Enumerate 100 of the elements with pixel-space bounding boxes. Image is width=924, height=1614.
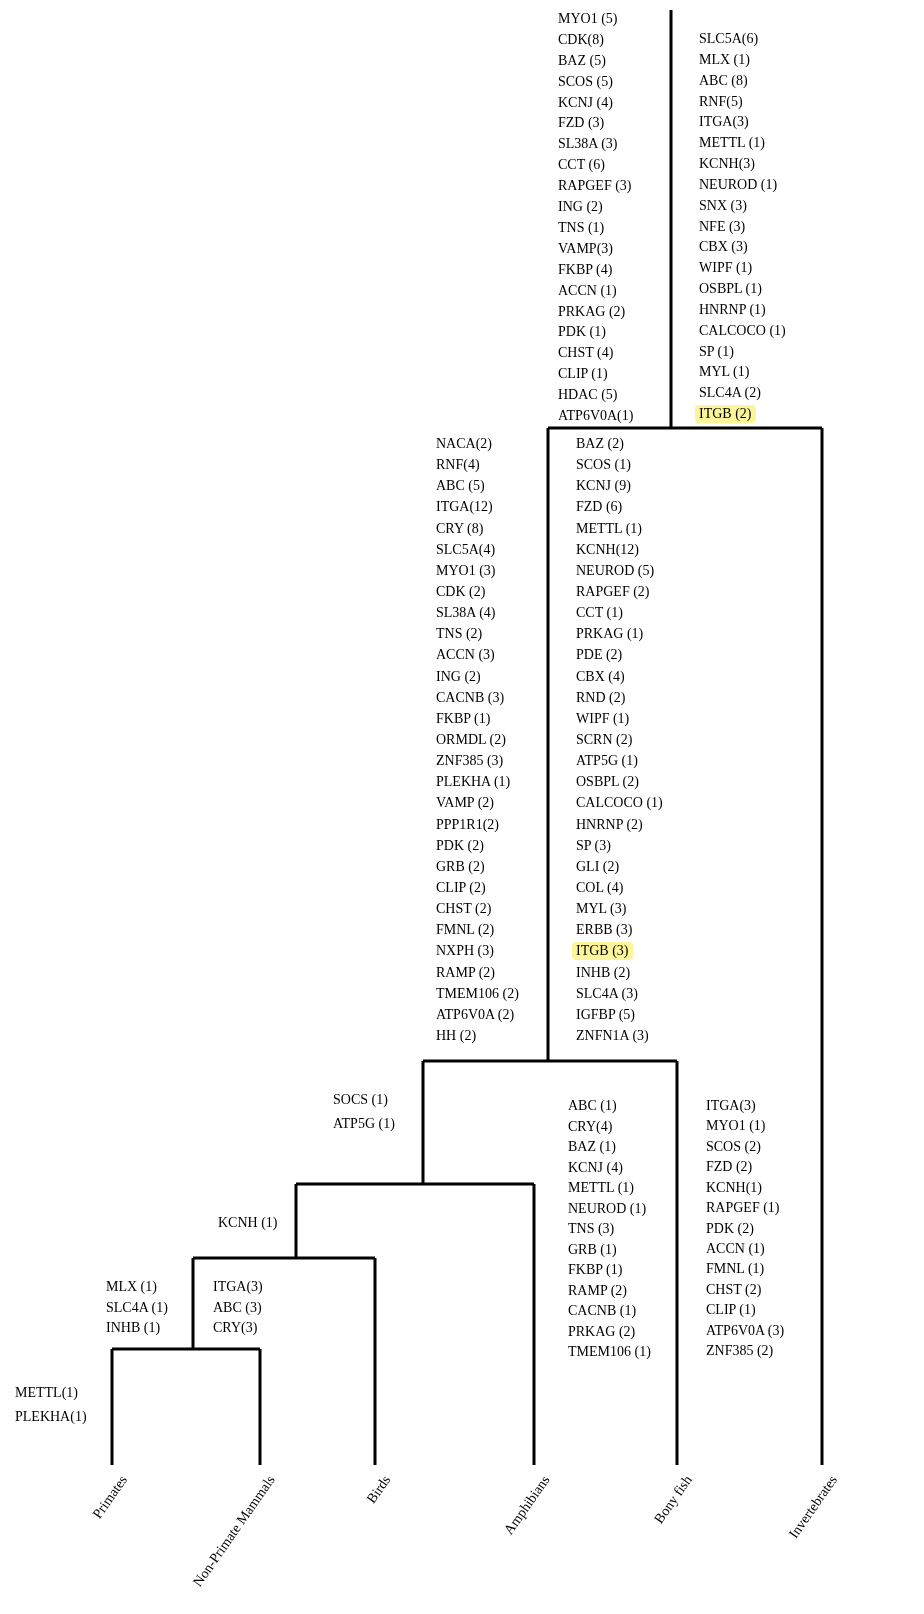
gene-label: SLC5A(4) xyxy=(436,540,496,559)
gene-label: SOCS (1) xyxy=(333,1091,388,1109)
gene-label: ZNF385 (2) xyxy=(706,1342,774,1360)
gene-label: TMEM106 (1) xyxy=(568,1343,651,1361)
gene-label: RAPGEF (3) xyxy=(558,177,632,196)
gene-label: ITGA(12) xyxy=(436,498,493,517)
gene-label: PDK (1) xyxy=(558,323,606,342)
gene-label: NEUROD (5) xyxy=(576,561,655,580)
gene-label: SP (1) xyxy=(699,342,734,361)
gene-label: PRKAG (1) xyxy=(576,625,644,644)
gene-label: NFE (3) xyxy=(699,217,746,236)
gene-label: NXPH (3) xyxy=(436,942,494,961)
gene-label: KCNH(3) xyxy=(699,155,755,173)
gene-label: ZNF385 (3) xyxy=(436,752,504,771)
gene-label: SLC5A(6) xyxy=(699,30,759,48)
gene-label: ORMDL (2) xyxy=(436,731,506,749)
gene-label: FKBP (1) xyxy=(436,709,491,728)
gene-label: OSBPL (2) xyxy=(576,773,639,792)
gene-label: SP (3) xyxy=(576,836,611,855)
gene-label: MYO1 (5) xyxy=(558,10,618,28)
gene-label: RAPGEF (1) xyxy=(706,1199,780,1218)
gene-label: CCT (6) xyxy=(558,156,605,175)
gene-label: PLEKHA (1) xyxy=(436,773,511,792)
gene-label: PPP1R1(2) xyxy=(436,815,500,834)
gene-label: ACCN (1) xyxy=(706,1239,765,1258)
gene-label: CLIP (2) xyxy=(436,879,486,897)
gene-label: METTL (1) xyxy=(576,519,642,538)
gene-label: ATP5G (1) xyxy=(576,752,638,771)
highlighted-gene-label: ITGB (3) xyxy=(572,942,633,961)
gene-label: HNRNP (1) xyxy=(699,300,766,319)
gene-label: PDK (2) xyxy=(436,836,484,855)
gene-label: RNF(5) xyxy=(699,92,743,111)
gene-label: CACNB (3) xyxy=(436,688,505,707)
gene-label: CHST (4) xyxy=(558,344,614,363)
gene-label: SLC4A (1) xyxy=(106,1298,168,1317)
gene-label: ATP5G (1) xyxy=(333,1115,395,1133)
gene-label: CHST (2) xyxy=(436,900,492,919)
gene-label: KCNH (1) xyxy=(218,1214,278,1232)
gene-label: ATP6V0A (3) xyxy=(706,1321,785,1340)
gene-label: ABC (5) xyxy=(436,477,485,496)
gene-label: FMNL (1) xyxy=(706,1260,765,1279)
gene-label: CRY(3) xyxy=(213,1319,258,1337)
gene-label: METTL(1) xyxy=(15,1384,78,1402)
gene-label: RNF(4) xyxy=(436,456,480,475)
gene-label: HH (2) xyxy=(436,1027,477,1045)
gene-label: ZNFN1A (3) xyxy=(576,1027,649,1045)
gene-label: TNS (1) xyxy=(558,218,605,237)
gene-label: MYO1 (1) xyxy=(706,1117,766,1136)
gene-label: GRB (1) xyxy=(568,1240,617,1259)
gene-label: KCNJ (9) xyxy=(576,477,631,496)
gene-label: CDK (2) xyxy=(436,583,486,601)
gene-label: IGFBP (5) xyxy=(576,1005,635,1024)
gene-label: ACCN (3) xyxy=(436,646,495,665)
gene-label: PRKAG (2) xyxy=(568,1322,636,1341)
gene-label: PDK (2) xyxy=(706,1219,754,1238)
gene-label: CCT (1) xyxy=(576,604,623,623)
gene-label: CDK(8) xyxy=(558,30,604,49)
gene-label: ITGA(3) xyxy=(699,113,749,132)
gene-label: SCRN (2) xyxy=(576,731,633,749)
gene-label: MLX (1) xyxy=(106,1278,157,1296)
gene-label: FKBP (1) xyxy=(568,1261,623,1279)
gene-label: ATP6V0A (2) xyxy=(436,1005,515,1024)
gene-label: FZD (2) xyxy=(706,1158,753,1177)
gene-label: ERBB (3) xyxy=(576,921,633,940)
gene-label: KCNJ (4) xyxy=(558,93,613,112)
gene-label: NEUROD (1) xyxy=(568,1199,647,1218)
gene-label: CBX (4) xyxy=(576,667,625,686)
gene-label: HDAC (5) xyxy=(558,386,618,405)
gene-label: BAZ (1) xyxy=(568,1138,616,1156)
gene-label: ACCN (1) xyxy=(558,281,617,300)
gene-label: KCNH(1) xyxy=(706,1178,762,1197)
gene-label: NACA(2) xyxy=(436,435,492,453)
gene-label: TNS (3) xyxy=(568,1220,615,1238)
gene-label: OSBPL (1) xyxy=(699,280,762,298)
gene-label: PRKAG (2) xyxy=(558,302,626,321)
gene-label: ABC (1) xyxy=(568,1097,617,1115)
gene-label: BAZ (5) xyxy=(558,51,606,70)
gene-label: ABC (8) xyxy=(699,71,748,90)
gene-label: ITGA(3) xyxy=(706,1097,756,1115)
gene-label: CLIP (1) xyxy=(706,1301,756,1320)
gene-label: HNRNP (2) xyxy=(576,815,643,834)
gene-label: FZD (6) xyxy=(576,498,623,517)
gene-label: ING (2) xyxy=(436,667,481,686)
gene-label: FZD (3) xyxy=(558,114,605,133)
gene-label: ITGA(3) xyxy=(213,1278,263,1296)
gene-label: TMEM106 (2) xyxy=(436,984,519,1003)
gene-label: CACNB (1) xyxy=(568,1302,637,1320)
gene-label: MYO1 (3) xyxy=(436,561,496,580)
gene-label: ING (2) xyxy=(558,198,603,217)
gene-label: CRY (8) xyxy=(436,519,484,538)
gene-label: BAZ (2) xyxy=(576,435,624,453)
gene-label: CRY(4) xyxy=(568,1117,613,1136)
gene-label: WIPF (1) xyxy=(699,259,753,278)
gene-label: FMNL (2) xyxy=(436,921,495,940)
gene-label: CHST (2) xyxy=(706,1280,762,1299)
gene-label: SCOS (5) xyxy=(558,72,613,91)
gene-label: INHB (1) xyxy=(106,1319,161,1337)
gene-label: VAMP(3) xyxy=(558,239,613,258)
gene-label: SLC4A (2) xyxy=(699,384,761,403)
gene-label: SLC4A (3) xyxy=(576,984,638,1003)
